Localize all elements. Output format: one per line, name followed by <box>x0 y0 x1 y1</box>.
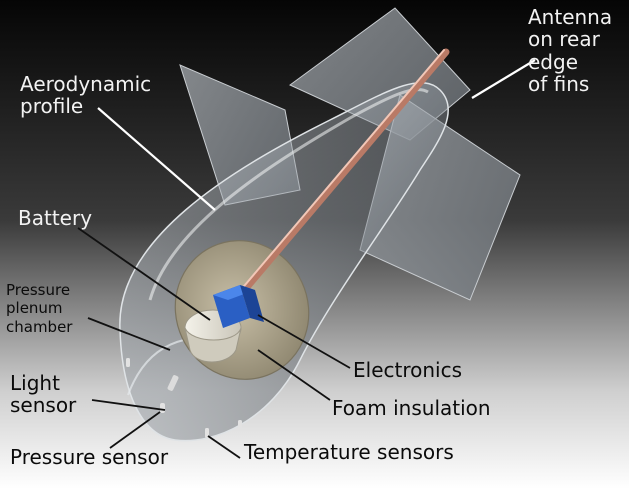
leader-antenna <box>471 59 536 99</box>
leader-pressure-sensor <box>109 411 161 449</box>
label-pressure-sensor: Pressure sensor <box>10 445 169 469</box>
label-foam-insulation: Foam insulation <box>332 396 491 420</box>
leader-light-sensor <box>91 399 166 411</box>
shell-highlight <box>148 88 429 301</box>
leader-pressure-plenum <box>87 317 171 351</box>
leader-battery <box>77 227 211 321</box>
light-sensor-probe <box>167 375 179 391</box>
label-battery: Battery <box>18 206 93 230</box>
electronics-side <box>240 285 264 322</box>
label-electronics: Electronics <box>353 358 463 382</box>
label-antenna: Antenna on rear edge of fins <box>528 5 613 97</box>
antenna-rod <box>232 48 450 304</box>
temperature-sensor-probe-3 <box>126 358 130 367</box>
label-light-sensor: Light sensor <box>10 371 77 418</box>
leader-electronics <box>257 314 351 369</box>
temperature-sensor-probe-2 <box>238 420 242 429</box>
pressure-sensor-probe <box>160 403 165 413</box>
leader-temperature-sensors <box>207 435 241 459</box>
temperature-sensor-probe <box>205 428 209 438</box>
battery-side <box>184 327 242 363</box>
label-temperature-sensors: Temperature sensors <box>244 440 454 464</box>
label-aerodynamic-profile: Aerodynamic profile <box>20 72 152 119</box>
label-pressure-plenum-chamber: Pressure plenum chamber <box>6 281 73 336</box>
leader-foam <box>257 349 331 401</box>
antenna-rod-highlight <box>233 49 445 299</box>
leader-aerodynamic <box>97 107 216 211</box>
